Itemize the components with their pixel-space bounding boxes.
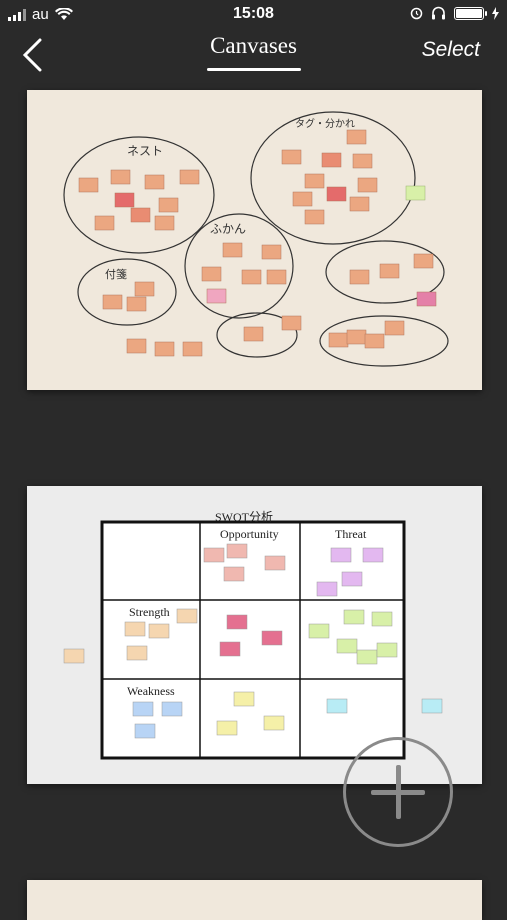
swot-threat-label: Threat	[335, 527, 367, 541]
canvas-thumbnail-swot[interactable]: SWOT分析 Opportunity Threat Strength Weakn…	[27, 486, 482, 784]
group-label: タグ・分かれ	[295, 119, 355, 130]
canvas-drawing	[63, 520, 443, 760]
status-left: au	[8, 6, 73, 23]
wifi-icon	[54, 8, 73, 20]
page-title: Canvases	[210, 33, 297, 58]
canvas-drawing	[63, 111, 449, 367]
headphones-icon	[432, 6, 445, 20]
canvas-thumbnail-partial[interactable]	[27, 880, 482, 920]
carrier-label: au	[32, 6, 49, 23]
swot-title: SWOT分析	[215, 510, 273, 524]
clock: 15:08	[233, 5, 274, 22]
group-label: ふかん	[210, 222, 247, 236]
back-button[interactable]	[20, 38, 52, 72]
chevron-left-icon	[22, 38, 42, 72]
swot-strength-label: Strength	[129, 605, 170, 619]
swot-weakness-label: Weakness	[127, 684, 175, 698]
group-label: ネスト	[127, 144, 164, 158]
status-bar: au 15:08	[0, 0, 507, 30]
add-canvas-button[interactable]	[343, 737, 453, 847]
title-underline	[207, 68, 301, 71]
select-button[interactable]: Select	[421, 38, 480, 61]
group-label: 付箋	[105, 268, 127, 281]
charging-icon	[492, 6, 499, 20]
navigation-bar: Canvases Select	[0, 30, 507, 80]
battery-icon	[454, 6, 487, 20]
signal-icon	[8, 8, 26, 21]
swot-opportunity-label: Opportunity	[220, 527, 279, 541]
status-right	[410, 6, 499, 20]
alarm-icon	[410, 7, 423, 20]
canvas-thumbnail-affinity[interactable]: ネスト ふかん タグ・分かれ 付箋	[27, 90, 482, 390]
